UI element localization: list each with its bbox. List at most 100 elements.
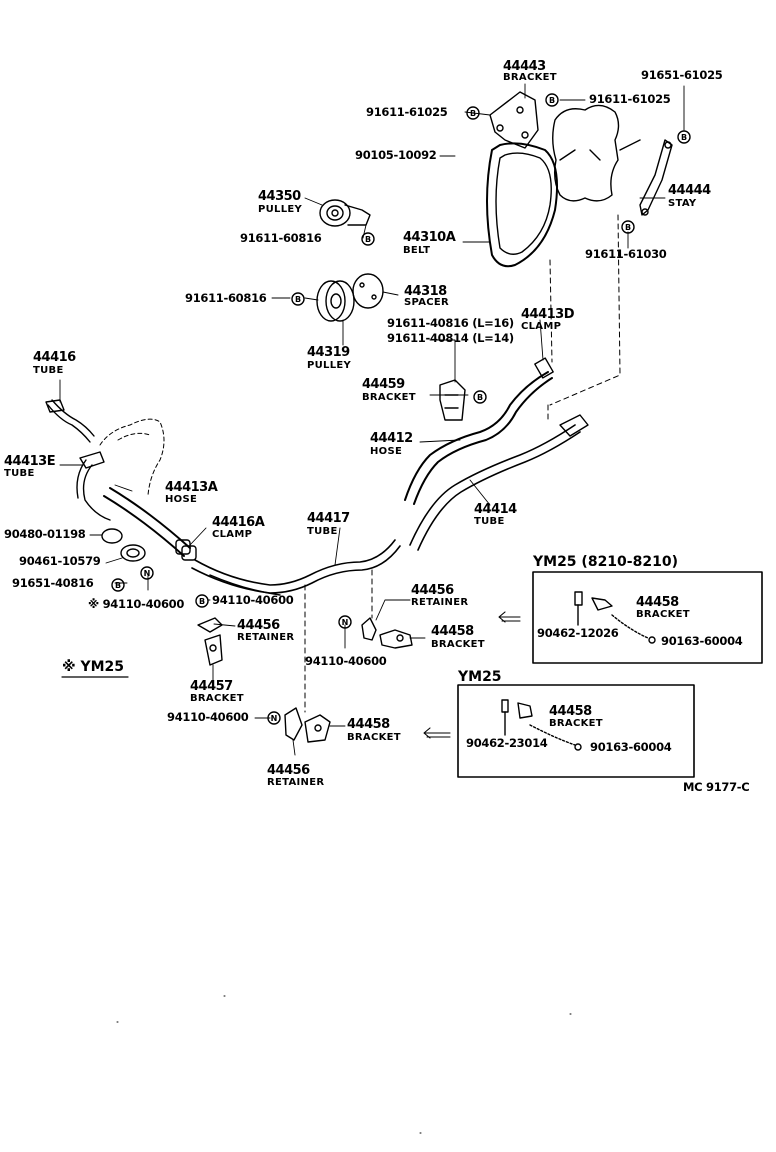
stay-44444 xyxy=(639,139,673,216)
detail-box-ym25 xyxy=(457,684,695,778)
label-91611-60816-lower: 91611-60816 xyxy=(185,291,267,305)
label-44310a: 44310A xyxy=(403,230,456,245)
hose-44412 xyxy=(404,357,554,505)
label-44319: 44319 xyxy=(307,345,350,360)
tube-44417 xyxy=(191,539,401,596)
label-44458-box2: 44458 xyxy=(549,704,592,719)
label-44416: 44416 xyxy=(33,350,76,365)
label-44456-lower: 44456 xyxy=(267,763,310,778)
label-94110-40600-lower: 94110-40600 xyxy=(167,710,249,724)
label-44413d: 44413D xyxy=(521,307,575,322)
dashed-reference-lines xyxy=(304,214,621,713)
leader-lines xyxy=(59,83,685,756)
name-44444: STAY xyxy=(668,198,697,209)
name-44414: TUBE xyxy=(474,516,505,527)
belt-44310a xyxy=(486,142,558,268)
tube-44416 xyxy=(45,399,95,443)
hose-44413a xyxy=(103,487,191,557)
bracket-44458-lower xyxy=(304,714,331,743)
detail-box-ym25-8210 xyxy=(532,571,763,664)
label-44458-lower: 44458 xyxy=(347,717,390,732)
detail1-parts xyxy=(574,591,656,644)
power-steering-pump xyxy=(552,104,641,202)
label-44414: 44414 xyxy=(474,502,517,517)
name-44319: PULLEY xyxy=(307,360,352,371)
name-44459: BRACKET xyxy=(362,392,416,403)
label-90462-12026: 90462-12026 xyxy=(537,626,619,640)
name-44318: SPACER xyxy=(404,297,450,308)
label-44458-center: 44458 xyxy=(431,624,474,639)
bolt-letter: B xyxy=(470,109,476,118)
label-94110-40600-center: 94110-40600 xyxy=(305,654,387,668)
label-91611-40814: 91611-40814 (L=14) xyxy=(387,331,514,345)
bracket-44443 xyxy=(489,91,539,149)
nut-markers xyxy=(140,566,352,725)
detail-arrows xyxy=(423,611,521,739)
scan-specks xyxy=(116,995,572,1134)
bolt-markers xyxy=(111,93,691,608)
name-44416: TUBE xyxy=(33,365,64,376)
detail-box-2-title: YM25 xyxy=(458,669,502,685)
label-44412: 44412 xyxy=(370,431,413,446)
name-44458-box2: BRACKET xyxy=(549,718,603,729)
label-44318: 44318 xyxy=(404,284,447,299)
marker-letters: B B B B B B B B B N N N xyxy=(115,96,687,723)
name-44417: TUBE xyxy=(307,526,338,537)
clamp-44416a xyxy=(175,539,197,561)
ym25-note: ※ YM25 xyxy=(62,659,125,675)
label-44458-box1: 44458 xyxy=(636,595,679,610)
diagram-code: MC 9177-C xyxy=(683,780,750,794)
name-44412: HOSE xyxy=(370,446,403,457)
label-90461-10579: 90461-10579 xyxy=(19,554,101,568)
label-90105-10092: 90105-10092 xyxy=(355,148,437,162)
label-94110-40600-mid: 94110-40600 xyxy=(212,593,294,607)
name-44456-upper: RETAINER xyxy=(411,597,469,608)
pulley-44350 xyxy=(319,199,371,227)
bolt-letter: B xyxy=(549,96,555,105)
label-90480-01198: 90480-01198 xyxy=(4,527,86,541)
label-94110-40600-note: ※ 94110-40600 xyxy=(88,597,185,611)
grommet-90480 xyxy=(101,528,123,544)
name-44413d: CLAMP xyxy=(521,321,562,332)
label-90163-60004-box1: 90163-60004 xyxy=(661,634,743,648)
bolt-letter: B xyxy=(477,393,483,402)
label-44417: 44417 xyxy=(307,511,350,526)
label-44443: 44443 xyxy=(503,59,546,74)
retainer-44456-left xyxy=(197,617,223,633)
tube-44413e xyxy=(76,451,111,521)
name-44456-left: RETAINER xyxy=(237,632,295,643)
bolt-letter: B xyxy=(681,133,687,142)
clamp-90461 xyxy=(120,544,146,562)
body-panel-outline xyxy=(99,418,165,496)
bolt-letter: B xyxy=(295,295,301,304)
label-91651-61025: 91651-61025 xyxy=(641,68,723,82)
name-44458-lower: BRACKET xyxy=(347,732,401,743)
bolt-letter: B xyxy=(365,235,371,244)
label-44459: 44459 xyxy=(362,377,405,392)
nut-letter: N xyxy=(144,569,151,578)
bracket-44458-upper xyxy=(379,629,413,649)
name-44457: BRACKET xyxy=(190,693,244,704)
name-44416a: CLAMP xyxy=(212,529,253,540)
bolt-letter: B xyxy=(199,597,205,606)
label-44444: 44444 xyxy=(668,183,711,198)
bracket-44459 xyxy=(439,379,466,421)
tube-44414 xyxy=(409,414,589,551)
spacer-44318 xyxy=(352,273,384,309)
name-44458-center: BRACKET xyxy=(431,639,485,650)
detail2-parts xyxy=(501,699,582,751)
label-44456-upper: 44456 xyxy=(411,583,454,598)
retainer-44456-upper xyxy=(361,617,377,641)
label-44413a: 44413A xyxy=(165,480,218,495)
label-44456-left: 44456 xyxy=(237,618,280,633)
detail-box-1-title: YM25 (8210-8210) xyxy=(533,554,678,570)
label-90163-60004-box2: 90163-60004 xyxy=(590,740,672,754)
retainer-44456-lower xyxy=(284,707,303,741)
label-91611-60816-upper: 91611-60816 xyxy=(240,231,322,245)
name-44413a: HOSE xyxy=(165,494,198,505)
label-44416a: 44416A xyxy=(212,515,265,530)
nut-letter: N xyxy=(342,618,349,627)
bracket-44457 xyxy=(204,634,223,666)
bolt-letter: B xyxy=(625,223,631,232)
